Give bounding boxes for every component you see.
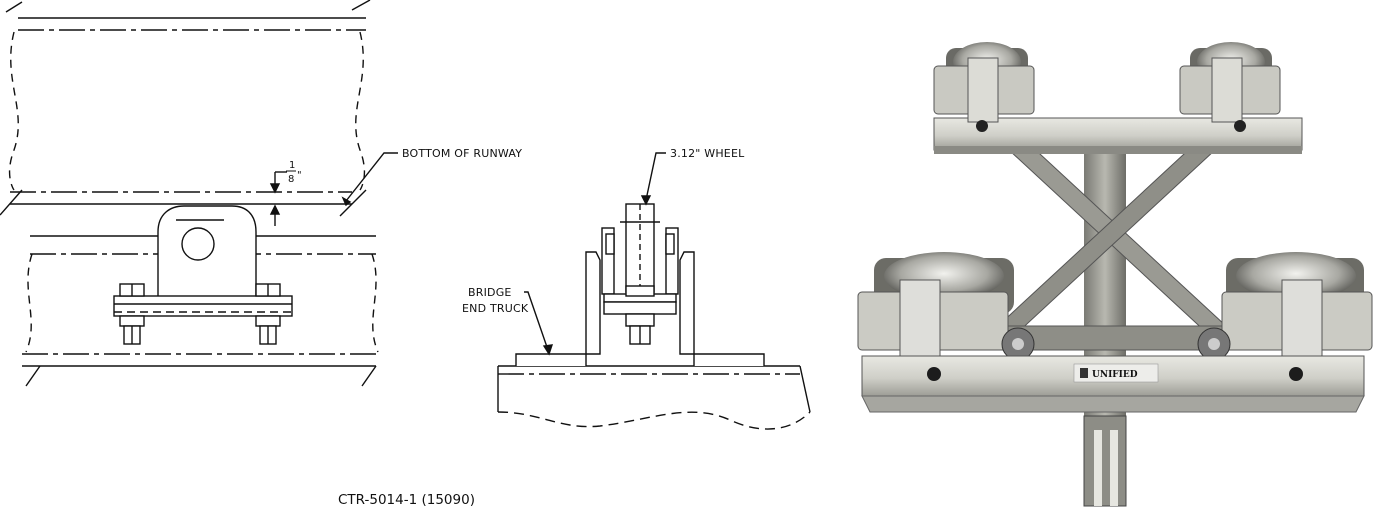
brand-plate	[1073, 363, 1159, 383]
trolley-photo	[857, 42, 1373, 507]
drawing-number: CTR-5014-1 (15090)	[338, 492, 475, 508]
runway-elevation	[0, 0, 398, 387]
top-left-wheel-unit	[933, 42, 1035, 132]
clearance-numerator: 1	[289, 160, 295, 171]
bridge-callout-line1: BRIDGE	[468, 286, 512, 299]
top-right-wheel-unit	[1179, 42, 1281, 132]
wheel-callout: 3.12" WHEEL	[670, 147, 745, 160]
brand-plate-text: UNIFIED	[1092, 370, 1138, 380]
clearance-unit: "	[297, 170, 302, 181]
bottom-left-wheel-unit	[857, 252, 1035, 363]
bottom-right-wheel-unit	[1197, 252, 1373, 363]
runway-bottom-callout: BOTTOM OF RUNWAY	[402, 147, 522, 160]
bridge-callout-line2: END TRUCK	[462, 302, 529, 315]
clearance-denominator: 8	[288, 174, 294, 185]
end-truck-section	[497, 152, 811, 430]
